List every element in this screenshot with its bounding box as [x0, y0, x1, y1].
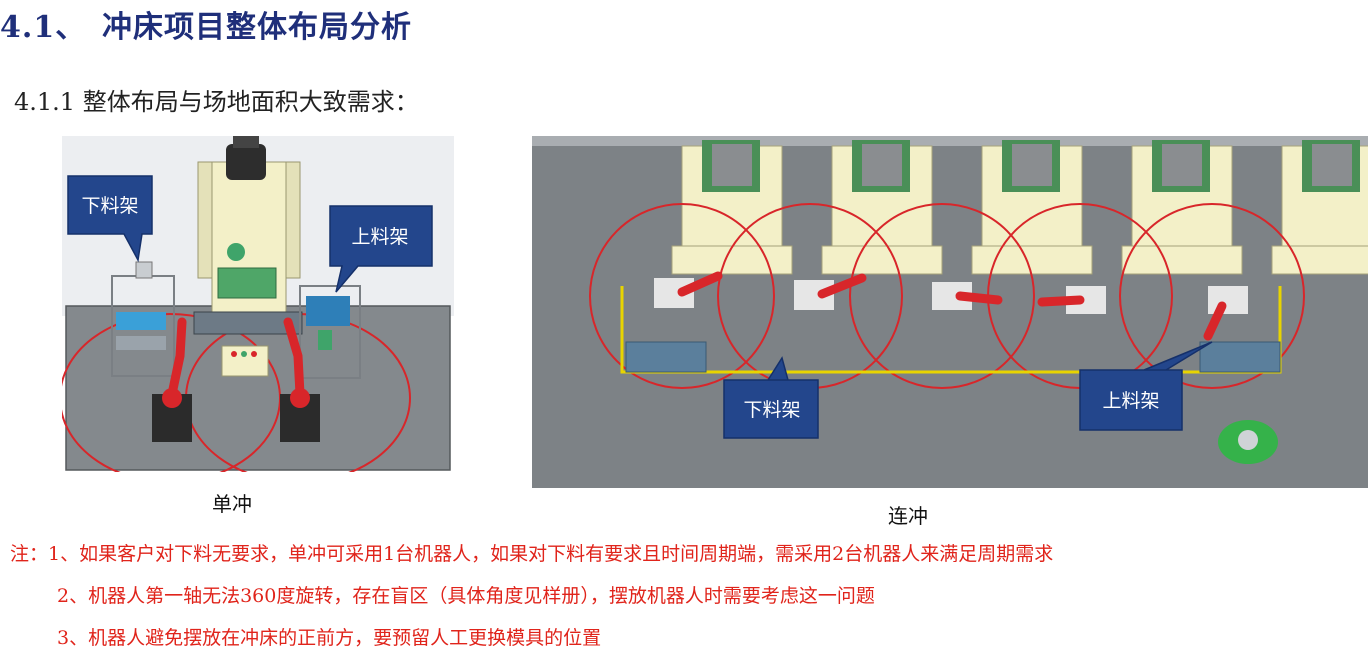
caption-continuous: 连冲 [888, 504, 928, 528]
rack-load [1199, 341, 1281, 373]
section-title: 冲床项目整体布局分析 [102, 10, 412, 45]
callout-unload-rack: 下料架 [67, 175, 153, 263]
figure-continuous-press: 下料架 上料架 [532, 136, 1368, 488]
note-item: 2、机器人第一轴无法360度旋转，存在盲区（具体角度见样册），摆放机器人时需要考… [57, 585, 875, 607]
subsection-title: 4.1.1 整体布局与场地面积大致需求： [14, 88, 419, 116]
press-unit [821, 140, 943, 275]
callout-load-rack: 上料架 [1079, 341, 1213, 431]
callout-load-label: 上料架 [1102, 390, 1159, 412]
callout-load-label: 上料架 [351, 226, 408, 248]
press-machine [193, 136, 303, 377]
press-unit [1121, 140, 1243, 275]
press-unit [671, 140, 793, 275]
note-item: 3、机器人避免摆放在冲床的正前方，要预留人工更换模具的位置 [57, 627, 602, 649]
callout-unload-rack: 下料架 [723, 356, 819, 439]
callout-unload-label: 下料架 [743, 399, 800, 421]
note-item: 注：1、如果客户对下料无要求，单冲可采用1台机器人，如果对下料有要求且时间周期端… [10, 543, 1054, 565]
rack-unload [625, 341, 707, 373]
operator-figure [1218, 420, 1278, 464]
section-heading: 4.1、冲床项目整体布局分析 [0, 2, 412, 46]
robot-left [152, 317, 192, 442]
press-row [671, 140, 1368, 275]
press-unit [1271, 140, 1368, 275]
continuous-press-illustration: 下料架 上料架 [532, 136, 1368, 488]
load-rack [299, 285, 361, 379]
section-number: 4.1、 [0, 10, 87, 45]
press-unit [971, 140, 1093, 275]
callout-load-rack: 上料架 [329, 205, 433, 293]
safety-fence [620, 286, 1282, 374]
figure-single-press: 下料架 上料架 [62, 136, 454, 472]
unload-rack [111, 261, 175, 377]
robots [654, 271, 1248, 341]
single-press-illustration: 下料架 上料架 [62, 136, 454, 472]
callout-unload-label: 下料架 [81, 195, 138, 217]
robot-right [280, 317, 320, 442]
caption-single: 单冲 [212, 492, 252, 516]
